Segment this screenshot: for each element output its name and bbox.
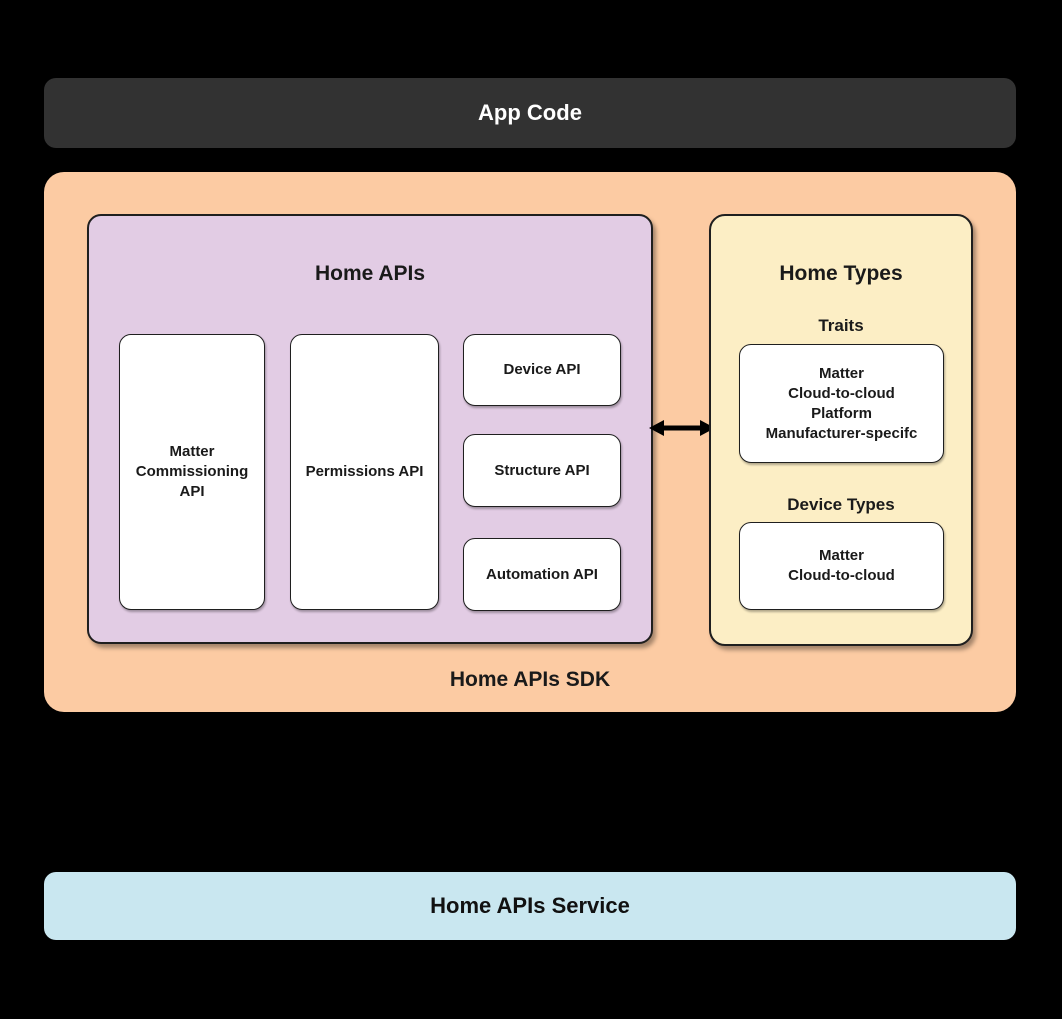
matter-commissioning-api-card: Matter Commissioning API [119, 334, 265, 610]
home-apis-service-label: Home APIs Service [430, 893, 630, 918]
device-api-card: Device API [463, 334, 621, 406]
home-apis-service-bar: Home APIs Service [44, 872, 1016, 940]
automation-api-card: Automation API [463, 538, 621, 611]
traits-label: Traits [818, 316, 864, 335]
bidirectional-arrow-icon [648, 414, 716, 442]
traits-card: Matter Cloud-to-cloud Platform Manufactu… [739, 344, 944, 463]
app-code-bar: App Code [44, 78, 1016, 148]
home-types-title: Home Types [779, 262, 903, 285]
home-apis-title: Home APIs [314, 262, 426, 285]
structure-api-card: Structure API [463, 434, 621, 507]
home-apis-sdk-label: Home APIs SDK [449, 668, 611, 691]
app-code-label: App Code [478, 100, 582, 125]
device-types-card: Matter Cloud-to-cloud [739, 522, 944, 610]
device-types-label: Device Types [787, 495, 895, 514]
permissions-api-card: Permissions API [290, 334, 439, 610]
